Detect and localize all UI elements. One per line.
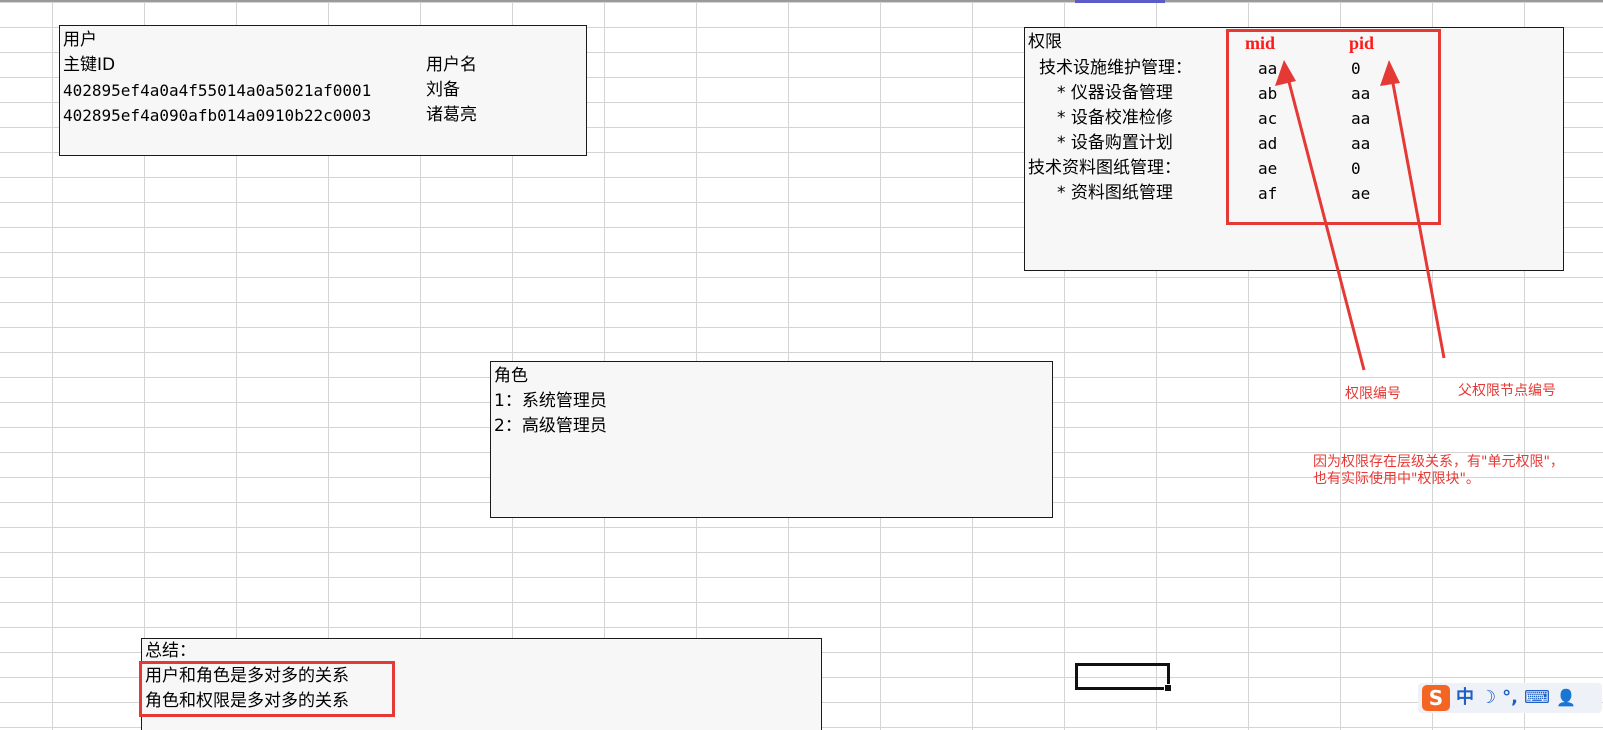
perm-row-4-label: * 设备购置计划 xyxy=(1057,133,1173,153)
fill-handle[interactable] xyxy=(1164,684,1172,692)
mid-column-header: mid xyxy=(1245,33,1276,53)
perm-row-6-mid: af xyxy=(1258,184,1278,203)
column-header-highlight xyxy=(1075,0,1165,3)
summary-title: 总结： xyxy=(145,641,196,661)
perm-row-5-label: 技术资料图纸管理： xyxy=(1028,158,1181,178)
user-row-1-name: 刘备 xyxy=(426,80,460,100)
sogou-logo-icon[interactable]: S xyxy=(1422,685,1450,711)
punctuation-icon[interactable]: °, xyxy=(1502,687,1518,708)
mid-pid-highlight-frame xyxy=(1226,29,1441,225)
ime-toolbar[interactable]: S 中 ☽ °, ⌨ 👤 xyxy=(1418,683,1602,713)
user-icon[interactable]: 👤 xyxy=(1555,688,1576,707)
permission-title: 权限 xyxy=(1028,32,1062,52)
role-title: 角色 xyxy=(494,366,528,386)
hierarchy-explanation-line1: 因为权限存在层级关系，有"单元权限"， xyxy=(1313,454,1564,470)
sheet-top-border xyxy=(0,0,1603,2)
user-row-2-id: 402895ef4a090afb014a0910b22c0003 xyxy=(63,106,372,125)
perm-row-1-label: 技术设施维护管理： xyxy=(1039,58,1192,78)
user-col-id: 主键ID xyxy=(63,55,116,75)
mid-annotation: 权限编号 xyxy=(1345,386,1401,402)
hierarchy-explanation-line2: 也有实际使用中"权限块"。 xyxy=(1313,471,1480,487)
perm-row-2-mid: ab xyxy=(1258,84,1278,103)
perm-row-5-mid: ae xyxy=(1258,159,1278,178)
perm-row-1-pid: 0 xyxy=(1351,59,1361,78)
perm-row-2-label: * 仪器设备管理 xyxy=(1057,83,1173,103)
moon-icon[interactable]: ☽ xyxy=(1480,687,1497,708)
user-textbox[interactable]: 用户 主键ID 用户名 402895ef4a0a4f55014a0a5021af… xyxy=(59,25,587,156)
user-row-1-id: 402895ef4a0a4f55014a0a5021af0001 xyxy=(63,81,372,100)
summary-highlight-frame xyxy=(139,661,395,717)
ime-mode-button[interactable]: 中 xyxy=(1456,687,1474,708)
keyboard-icon[interactable]: ⌨ xyxy=(1523,687,1550,708)
role-item-1: 1：系统管理员 xyxy=(494,391,607,411)
pid-column-header: pid xyxy=(1349,33,1375,53)
perm-row-1-mid: aa xyxy=(1258,59,1278,78)
user-row-2-name: 诸葛亮 xyxy=(426,105,477,125)
perm-row-4-mid: ad xyxy=(1258,134,1278,153)
perm-row-6-label: * 资料图纸管理 xyxy=(1057,183,1173,203)
perm-row-3-mid: ac xyxy=(1258,109,1278,128)
summary-line-1: 用户和角色是多对多的关系 xyxy=(145,666,349,686)
summary-line-2: 角色和权限是多对多的关系 xyxy=(145,691,349,711)
perm-row-3-label: * 设备校准检修 xyxy=(1057,108,1173,128)
user-title: 用户 xyxy=(63,30,97,50)
selected-cell[interactable] xyxy=(1075,663,1172,692)
pid-annotation: 父权限节点编号 xyxy=(1458,383,1556,399)
user-col-name: 用户名 xyxy=(426,55,477,75)
role-textbox[interactable]: 角色 1：系统管理员 2：高级管理员 xyxy=(490,361,1053,518)
role-item-2: 2：高级管理员 xyxy=(494,416,607,436)
